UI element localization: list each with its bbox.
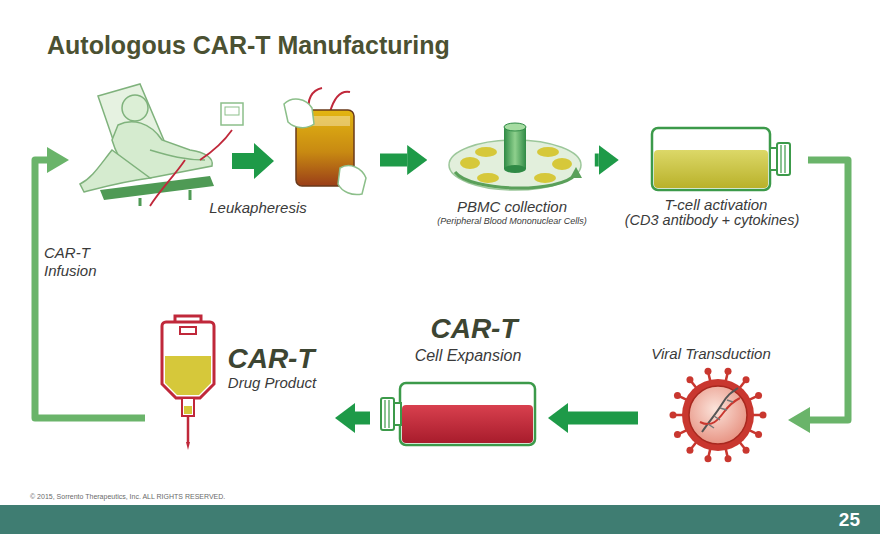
patient-figure-part (122, 95, 148, 121)
patient-figure-part (225, 107, 239, 115)
step-label: PBMC collection (457, 198, 567, 215)
culture-flask-part (654, 150, 768, 188)
expansion-flask-part (381, 398, 394, 430)
centrifuge-part (570, 167, 582, 178)
centrifuge-part (537, 147, 559, 157)
flow-arrow (35, 160, 145, 418)
iv-bag-part (165, 356, 211, 395)
blood-bag-part (309, 88, 350, 112)
patient-figure-part (200, 130, 232, 160)
iv-bag-part (182, 398, 194, 416)
virus-spike-tip (670, 412, 677, 419)
centrifuge-part (534, 173, 556, 183)
blood-bag (284, 88, 366, 195)
virus-spike-tip (755, 392, 762, 399)
virus-spike-tip (686, 447, 693, 454)
centrifuge-part (475, 147, 497, 157)
process-step: CAR-TDrug Product (157, 308, 325, 450)
centrifuge-part (455, 172, 576, 188)
centrifuge-part (504, 123, 526, 131)
virus-spike-tip (755, 431, 762, 438)
step-label: Viral Transduction (651, 345, 771, 362)
virus-part (689, 386, 747, 444)
process-step: Leukapheresis (75, 80, 370, 220)
edge-label: CAR-T Infusion (44, 244, 118, 280)
centrifuge-part (504, 165, 526, 173)
step-sublabel: (Peripheral Blood Mononuclear Cells) (437, 216, 587, 226)
patient-figure-part (140, 190, 190, 206)
virus-spike-tip (704, 368, 711, 375)
iv-bag-part (187, 416, 190, 442)
virus-spike-tip (686, 376, 693, 383)
culture-flask-part (652, 128, 770, 190)
virus-part (682, 379, 754, 451)
centrifuge-part (504, 127, 526, 169)
blood-bag-part (284, 99, 314, 128)
step-arrow (232, 143, 274, 179)
centrifuge-part (477, 173, 499, 183)
virus (670, 368, 767, 463)
product-name: CAR-T (227, 343, 314, 375)
virus-spike-tip (725, 368, 732, 375)
footer-band (0, 505, 880, 534)
virus-spike-tip (760, 412, 767, 419)
expansion-flask-part (400, 383, 535, 445)
virus-spike-tip (743, 376, 750, 383)
virus-spike-tip (725, 455, 732, 462)
virus-spike-tip (674, 431, 681, 438)
blood-bag-part (338, 166, 366, 195)
flow-arrow (595, 154, 599, 167)
iv-bag-part (184, 406, 192, 414)
patient-figure-part (150, 160, 185, 206)
expansion-flask-part (385, 400, 389, 428)
process-step: T-cell activation(CD3 antibody + cytokin… (623, 122, 802, 232)
centrifuge-part (552, 158, 572, 170)
product-name: CAR-T (430, 313, 517, 345)
iv-bag-part (162, 322, 214, 398)
step-label: T-cell activation (665, 196, 768, 213)
process-step: CAR-T Cell Expansion (380, 311, 538, 450)
process-step: PBMC collection(Peripheral Blood Mononuc… (435, 118, 589, 228)
virus-spike-tip (704, 455, 711, 462)
patient-figure (80, 84, 243, 206)
flow-arrow (380, 154, 407, 167)
virus-part (700, 398, 740, 424)
flow-arrow (808, 160, 848, 420)
step-sublabel: Cell Expansion (415, 347, 522, 365)
culture-flask-part (777, 143, 790, 175)
iv-bag-part (186, 442, 190, 450)
step-sublabel: (CD3 antibody + cytokines) (625, 212, 799, 229)
centrifuge (449, 123, 582, 190)
virus-part (708, 400, 733, 428)
step-label: Leukapheresis (209, 199, 307, 216)
centrifuge-part (460, 157, 480, 169)
patient-figure-part (221, 103, 243, 125)
diagram-title: Autologous CAR-T Manufacturing (47, 31, 450, 60)
patient-figure-part (150, 150, 205, 160)
expansion-flask-part (402, 405, 533, 443)
culture-flask (652, 128, 790, 190)
copyright-note: © 2015, Sorrento Therapeutics, Inc. ALL … (30, 493, 225, 500)
page-number: 25 (839, 509, 860, 531)
process-step: Viral Transduction (648, 342, 778, 465)
virus-part (702, 388, 738, 432)
flow-arrow (355, 412, 370, 425)
virus-part (670, 368, 767, 463)
iv-bag-part (180, 327, 196, 334)
virus-spike-tip (743, 447, 750, 454)
flow-arrow (568, 412, 638, 425)
step-sublabel: Drug Product (228, 374, 316, 391)
culture-flask-part (781, 145, 785, 173)
iv-bag (162, 316, 214, 450)
virus-spike-tip (674, 392, 681, 399)
expansion-flask (381, 383, 535, 445)
